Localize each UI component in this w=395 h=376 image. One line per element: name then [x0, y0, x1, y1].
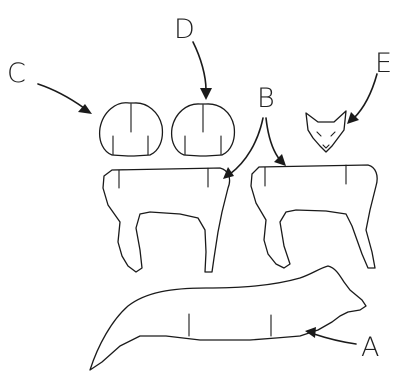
part-e-fox-face [305, 110, 347, 153]
label-d: D [174, 14, 195, 45]
arrow-to-c [37, 83, 92, 114]
arrow-to-e [347, 73, 378, 124]
part-d-piece [170, 103, 236, 157]
arrow-to-b-left [223, 117, 264, 179]
arrow-to-d [192, 41, 212, 100]
label-e: E [375, 48, 392, 79]
part-a-lying-fox [89, 265, 367, 371]
part-b-body-left [102, 167, 231, 273]
part-b-body-right [250, 164, 378, 269]
label-b: B [257, 83, 275, 114]
part-c-piece [98, 102, 164, 157]
arrow-to-b-right [265, 117, 286, 166]
arrow-to-a [305, 327, 357, 345]
label-c: C [7, 58, 26, 89]
label-a: A [361, 332, 379, 363]
